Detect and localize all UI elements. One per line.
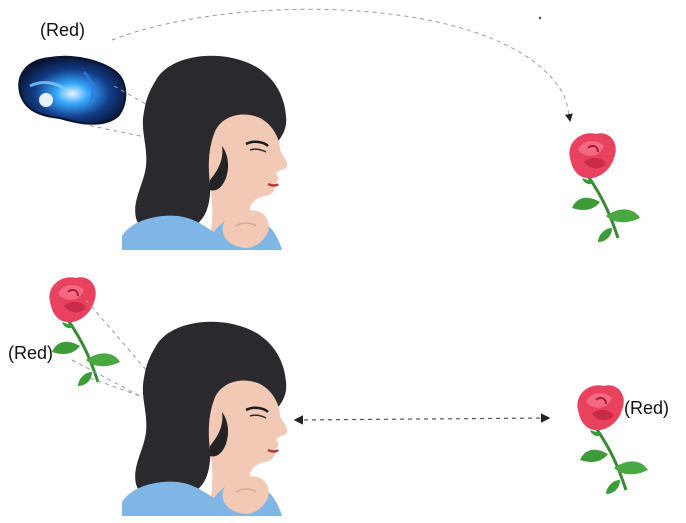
thought-connector-lower bbox=[82, 124, 150, 138]
rose-icon bbox=[49, 277, 120, 386]
bidirectional-arrow bbox=[296, 418, 548, 420]
woman-portrait-icon bbox=[122, 56, 287, 250]
speck bbox=[539, 17, 541, 19]
woman-portrait-icon bbox=[122, 322, 287, 516]
label-bottom-left-rose: (Red) bbox=[8, 343, 53, 364]
label-bottom-right-rose: (Red) bbox=[624, 398, 669, 419]
label-top-thought: (Red) bbox=[40, 20, 85, 41]
brain-scan-icon bbox=[19, 57, 125, 124]
rose-icon bbox=[569, 133, 640, 242]
